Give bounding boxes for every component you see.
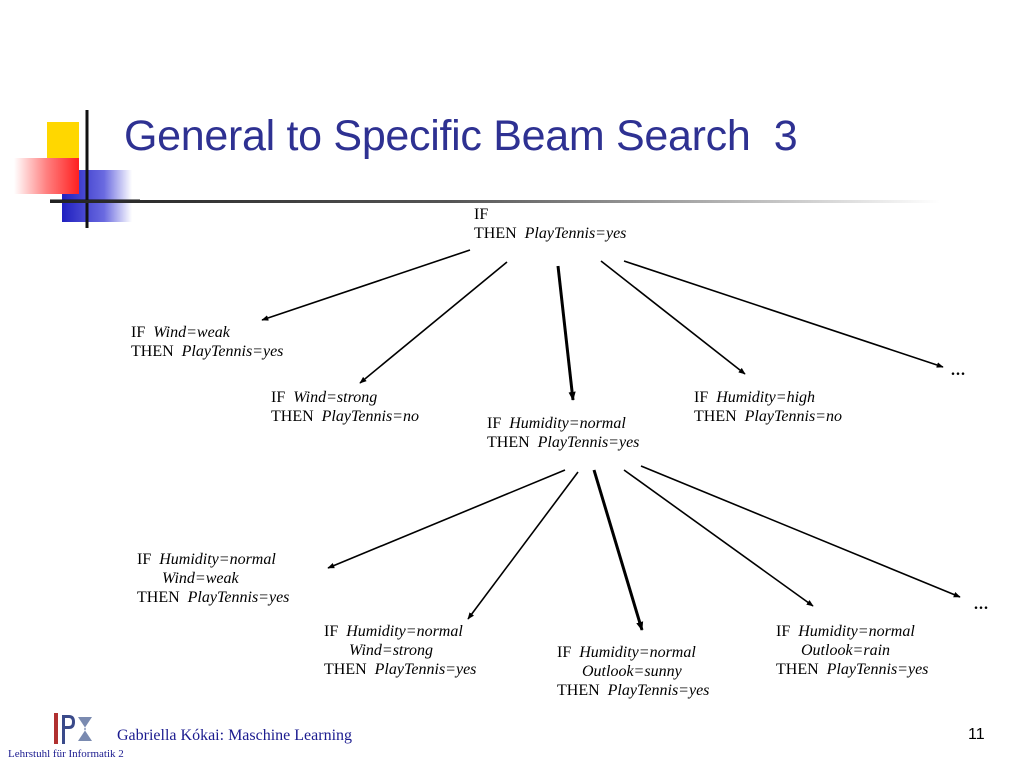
edge-hn-wind-strong — [467, 471, 579, 620]
edge-hn-outlook-sunny — [592, 469, 644, 631]
node-then-value: PlayTennis=yes — [187, 589, 290, 606]
node-hn-outlook-sunny: IF Humidity=normal Outlook=sunny THEN Pl… — [557, 644, 710, 699]
title-underline — [50, 200, 940, 203]
node-then-value: PlayTennis=yes — [181, 343, 284, 360]
node-wind-weak: IF Wind=weak THEN PlayTennis=yes — [131, 324, 284, 360]
node-then-value: PlayTennis=yes — [537, 434, 640, 451]
node-then-value: PlayTennis=yes — [826, 661, 929, 678]
footer-author: Gabriella Kókai: Maschine Learning — [117, 727, 353, 744]
node-condition-1: Humidity=normal — [346, 623, 463, 640]
node-hn-outlook-rain: IF Humidity=normal Outlook=rain THEN Pla… — [776, 623, 929, 678]
institute-logo — [54, 713, 92, 744]
node-condition-1: Humidity=normal — [159, 551, 276, 568]
node-condition: Humidity=high — [716, 389, 816, 406]
node-condition: Wind=strong — [293, 389, 378, 406]
node-wind-strong: IF Wind=strong THEN PlayTennis=no — [271, 389, 419, 425]
edge-hn-wind-weak — [327, 469, 566, 569]
node-humidity-normal: IF Humidity=normal THEN PlayTennis=yes — [487, 415, 640, 451]
root-then: THEN — [474, 225, 517, 242]
edge-root-wind-weak — [261, 249, 471, 321]
node-condition-2: Wind=weak — [162, 570, 239, 587]
edge-root-wind-strong — [359, 261, 508, 384]
node-hn-wind-weak: IF Humidity=normal Wind=weak THEN PlayTe… — [137, 551, 290, 606]
edge-root-humidity-high — [600, 260, 746, 375]
edge-root-more — [623, 260, 944, 368]
node-condition-1: Humidity=normal — [798, 623, 915, 640]
root-node: IF THEN PlayTennis=yes — [474, 205, 626, 243]
ellipsis-level2: ... — [974, 596, 989, 613]
ellipsis-level1: ... — [951, 362, 966, 379]
node-condition-2: Outlook=rain — [801, 642, 891, 659]
page-number: 11 — [968, 726, 985, 743]
edge-hn-outlook-rain — [623, 469, 814, 607]
node-then-value: PlayTennis=no — [744, 408, 842, 425]
node-condition-2: Outlook=sunny — [582, 663, 682, 680]
slide-title: General to Specific Beam Search 3 — [124, 112, 798, 160]
node-hn-wind-strong: IF Humidity=normal Wind=strong THEN Play… — [324, 623, 477, 678]
node-then-value: PlayTennis=yes — [374, 661, 477, 678]
edge-hn-more — [640, 465, 961, 598]
node-condition-1: Humidity=normal — [579, 644, 696, 661]
node-condition: Humidity=normal — [509, 415, 626, 432]
node-then-value: PlayTennis=yes — [607, 682, 710, 699]
node-condition-2: Wind=strong — [349, 642, 433, 659]
node-condition: Wind=weak — [153, 324, 230, 341]
edge-root-humidity-normal — [556, 265, 576, 401]
root-if: IF — [474, 206, 489, 223]
node-humidity-high: IF Humidity=high THEN PlayTennis=no — [694, 389, 842, 425]
root-then-value: PlayTennis=yes — [524, 225, 627, 242]
footer-institute: Lehrstuhl für Informatik 2 — [8, 748, 124, 760]
node-then-value: PlayTennis=no — [321, 408, 419, 425]
